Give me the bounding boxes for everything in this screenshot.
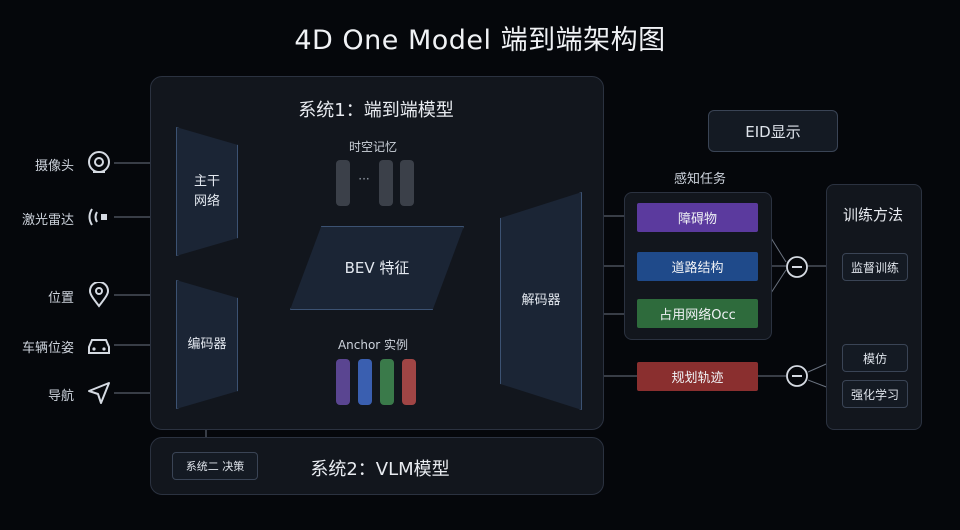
- encoder: 编码器: [176, 280, 238, 409]
- input-label-camera: 摄像头: [34, 159, 74, 174]
- task-road-structure: 道路结构: [637, 252, 758, 281]
- temporal-memory-label: 时空记忆: [348, 140, 397, 154]
- bev-label: BEV 特征: [344, 259, 410, 277]
- perception-title: 感知任务: [673, 172, 726, 187]
- input-label-navigation: 导航: [47, 389, 74, 404]
- planning-trajectory: 规划轨迹: [637, 362, 758, 391]
- system2-decision-box: 系统二 决策: [172, 452, 258, 480]
- anchor-bar: [336, 359, 350, 405]
- input-label-lidar: 激光雷达: [21, 213, 74, 228]
- task-occupancy: 占用网络Occ: [637, 299, 758, 328]
- decoder-label: 解码器: [521, 293, 561, 308]
- memory-bar: [379, 160, 393, 206]
- anchor-bar: [402, 359, 416, 405]
- input-label-pose: 车辆位姿: [21, 341, 74, 356]
- memory-ellipsis: ···: [358, 172, 370, 186]
- location-pin-icon: [88, 282, 110, 308]
- page-title: 4D One Model 端到端架构图: [294, 25, 666, 56]
- memory-bar: [336, 160, 350, 206]
- system2-title: 系统2：VLM模型: [310, 459, 450, 480]
- anchor-bar: [358, 359, 372, 405]
- minus-circle-icon: [786, 365, 808, 387]
- input-label-location: 位置: [47, 291, 74, 306]
- backbone-label-line1: 主干: [193, 173, 220, 189]
- system1-title: 系统1：端到端模型: [298, 100, 454, 121]
- eid-display: EID显示: [708, 110, 838, 152]
- backbone-label-line2: 网络: [193, 193, 220, 209]
- anchor-label: Anchor 实例: [337, 338, 409, 352]
- training-title: 训练方法: [842, 206, 903, 224]
- training-supervised: 监督训练: [842, 253, 908, 281]
- training-imitation: 模仿: [842, 344, 908, 372]
- car-icon: [88, 339, 110, 354]
- memory-bar: [400, 160, 414, 206]
- camera-icon: [88, 151, 110, 173]
- backbone-network: 主干 网络: [176, 127, 238, 256]
- lidar-icon: [88, 208, 107, 226]
- navigation-arrow-icon: [88, 382, 110, 404]
- minus-circle-icon: [786, 256, 808, 278]
- decoder: 解码器: [500, 192, 582, 410]
- encoder-label: 编码器: [187, 336, 227, 352]
- training-reinforcement: 强化学习: [842, 380, 908, 408]
- anchor-bar: [380, 359, 394, 405]
- task-obstacle: 障碍物: [637, 203, 758, 232]
